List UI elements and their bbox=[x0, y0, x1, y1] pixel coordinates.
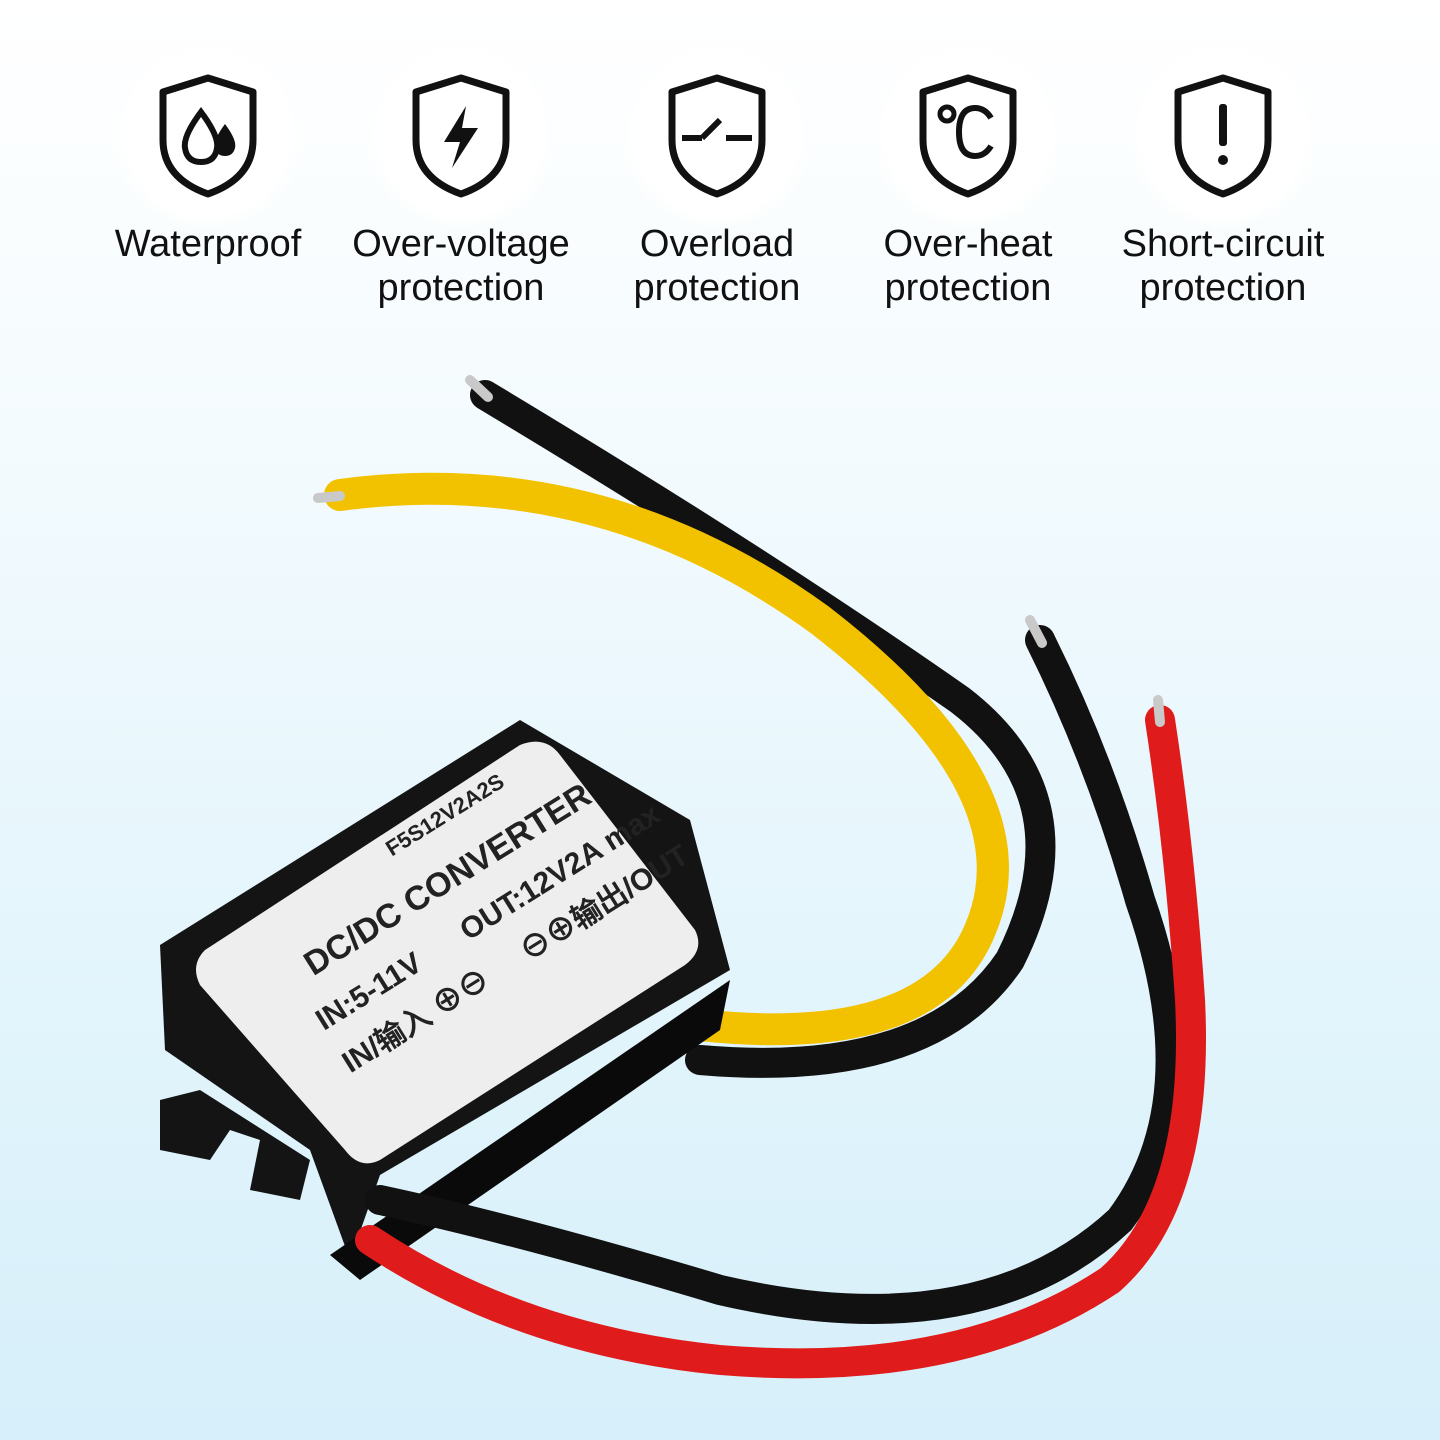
exclamation-shield-icon bbox=[1174, 74, 1272, 198]
feature-over-voltage: Over-voltage protection bbox=[331, 40, 591, 310]
celsius-shield-icon bbox=[919, 74, 1017, 198]
feature-over-heat: Over-heat protection bbox=[838, 40, 1098, 310]
wire-black-output bbox=[365, 615, 1186, 1324]
feature-short-circuit: Short-circuit protection bbox=[1093, 40, 1353, 310]
dc-converter-product-photo: F5S12V2A2S DC/DC CONVERTER IN:5-11V OUT:… bbox=[160, 375, 1206, 1379]
feature-waterproof: Waterproof bbox=[78, 40, 338, 266]
wire-black-input bbox=[465, 375, 1056, 1078]
feature-icons-row: Waterproof Over-voltage protection Overl… bbox=[0, 0, 1440, 330]
feature-label: Waterproof bbox=[114, 223, 302, 265]
feature-label: Short-circuit protection bbox=[1121, 223, 1325, 309]
switch-shield-icon bbox=[668, 74, 766, 198]
feature-label: Overload protection bbox=[633, 223, 801, 309]
lightning-shield-icon bbox=[412, 74, 510, 198]
water-drop-shield-icon bbox=[159, 74, 257, 198]
feature-label: Over-voltage protection bbox=[352, 223, 570, 309]
feature-label: Over-heat protection bbox=[883, 223, 1053, 309]
feature-overload: Overload protection bbox=[587, 40, 847, 310]
wire-red-output bbox=[355, 695, 1206, 1379]
wire-yellow-input bbox=[313, 472, 1009, 1046]
